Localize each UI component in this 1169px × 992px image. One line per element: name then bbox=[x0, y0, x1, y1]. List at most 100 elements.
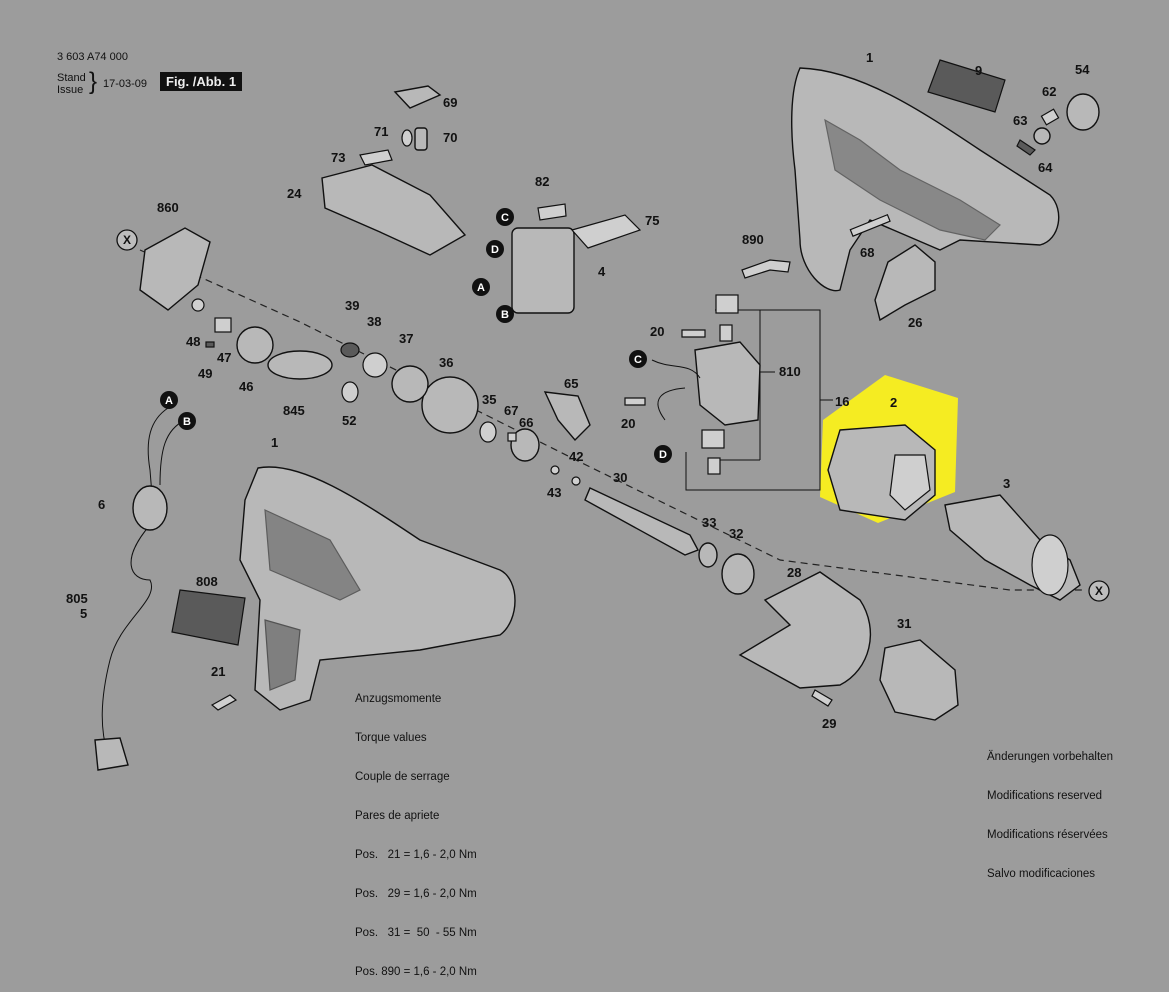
part-label: 1 bbox=[866, 50, 873, 65]
part-label: 42 bbox=[569, 449, 583, 464]
part-75 bbox=[570, 214, 642, 249]
part-label: 66 bbox=[519, 415, 533, 430]
part-label: 82 bbox=[535, 174, 549, 189]
part-label: 65 bbox=[564, 376, 578, 391]
part-label: 16 bbox=[835, 394, 849, 409]
cord-guard-6 bbox=[132, 485, 168, 531]
part-label: 54 bbox=[1075, 62, 1090, 77]
part-54 bbox=[1066, 93, 1100, 131]
part-62 bbox=[1040, 108, 1060, 126]
part-label: 4 bbox=[598, 264, 606, 279]
wire-c bbox=[651, 359, 701, 379]
part-label: 2 bbox=[890, 395, 897, 410]
shaft-30 bbox=[584, 487, 699, 556]
svg-text:X: X bbox=[123, 233, 131, 247]
part-label: 75 bbox=[645, 213, 659, 228]
modifications-fr: Modifications réservées bbox=[987, 829, 1108, 841]
washer-48 bbox=[191, 298, 205, 312]
svg-text:A: A bbox=[477, 282, 485, 294]
assembly-axis-line bbox=[139, 249, 1085, 591]
marker-x-left: X bbox=[116, 229, 138, 251]
figure-label: Fig. /Abb. 1 bbox=[160, 72, 243, 91]
part-number-labels: 1 9 54 62 63 64 69 71 70 73 24 82 75 4 8… bbox=[66, 50, 1110, 731]
part-label: 68 bbox=[860, 245, 874, 260]
torque-row: Pos. 29 = 1,6 - 2,0 Nm bbox=[355, 888, 477, 900]
part-label: 36 bbox=[439, 355, 453, 370]
part-label: 31 bbox=[897, 616, 911, 631]
screw-890 bbox=[741, 259, 791, 279]
torque-heading-fr: Couple de serrage bbox=[355, 771, 450, 783]
part-label: 49 bbox=[198, 366, 212, 381]
plug-805 bbox=[94, 737, 129, 771]
part-82 bbox=[537, 203, 567, 221]
part-label: 20 bbox=[650, 324, 664, 339]
chuck-31 bbox=[879, 639, 959, 721]
part-label: 73 bbox=[331, 150, 345, 165]
torque-heading-en: Torque values bbox=[355, 732, 427, 744]
gear-37 bbox=[391, 365, 429, 403]
brush-plate-810 bbox=[694, 341, 761, 426]
screw-20-upper bbox=[681, 329, 706, 338]
part-35 bbox=[479, 421, 497, 443]
ring-64 bbox=[1033, 127, 1051, 145]
torque-row: Pos. 21 = 1,6 - 2,0 Nm bbox=[355, 849, 477, 861]
torque-heading-es: Pares de apriete bbox=[355, 810, 440, 822]
marker-a-cord: A bbox=[160, 391, 178, 409]
part-label: 52 bbox=[342, 413, 356, 428]
part-label: 5 bbox=[80, 606, 87, 621]
svg-text:D: D bbox=[491, 244, 499, 256]
part-label: 6 bbox=[98, 497, 105, 512]
ring-33 bbox=[698, 542, 718, 568]
part-label: 43 bbox=[547, 485, 561, 500]
part-label: 33 bbox=[702, 515, 716, 530]
part-43 bbox=[550, 465, 560, 475]
label-9 bbox=[927, 59, 1006, 113]
part-71 bbox=[401, 129, 413, 147]
part-label: 69 bbox=[443, 95, 457, 110]
marker-b-switch: B bbox=[496, 305, 514, 323]
part-label: 29 bbox=[822, 716, 836, 731]
part-73 bbox=[359, 149, 393, 166]
torque-row: Pos. 31 = 50 - 55 Nm bbox=[355, 927, 477, 939]
part-label: 20 bbox=[621, 416, 635, 431]
part-label: 805 bbox=[66, 591, 88, 606]
part-label: 808 bbox=[196, 574, 218, 589]
part-70 bbox=[414, 127, 428, 151]
svg-text:A: A bbox=[165, 395, 173, 407]
stand-label: Stand bbox=[57, 72, 86, 84]
stator-2 bbox=[827, 424, 936, 521]
part-label: 28 bbox=[787, 565, 801, 580]
part-label: 30 bbox=[613, 470, 627, 485]
svg-text:B: B bbox=[501, 309, 509, 321]
document-number: 3 603 A74 000 bbox=[57, 51, 128, 63]
front-cover-28 bbox=[738, 571, 872, 689]
torque-heading-de: Anzugsmomente bbox=[355, 693, 442, 705]
switch-4 bbox=[511, 227, 575, 314]
part-52 bbox=[341, 381, 359, 403]
part-label: 64 bbox=[1038, 160, 1053, 175]
part-26 bbox=[874, 244, 936, 322]
part-label: 32 bbox=[729, 526, 743, 541]
housing-half-bottom bbox=[239, 466, 516, 711]
modifications-es: Salvo modificaciones bbox=[987, 868, 1096, 880]
brush-lower bbox=[701, 429, 725, 449]
part-label: 63 bbox=[1013, 113, 1027, 128]
modifications-notice: Änderungen vorbehalten Modifications res… bbox=[987, 725, 1113, 894]
svg-text:C: C bbox=[501, 212, 509, 224]
carbon-upper bbox=[719, 324, 733, 342]
part-label: 38 bbox=[367, 314, 381, 329]
pin-68 bbox=[849, 213, 891, 237]
part-label: 1 bbox=[271, 435, 278, 450]
armature-3 bbox=[944, 494, 1081, 601]
part-69 bbox=[393, 85, 442, 109]
brush-upper bbox=[715, 294, 739, 314]
part-label: 9 bbox=[975, 63, 982, 78]
marker-c-brush: C bbox=[629, 350, 647, 368]
part-label: 26 bbox=[908, 315, 922, 330]
gear-housing-860 bbox=[139, 227, 211, 311]
screw-29 bbox=[811, 689, 833, 707]
torque-values-block: Anzugsmomente Torque values Couple de se… bbox=[355, 667, 477, 992]
marker-a-switch: A bbox=[472, 278, 490, 296]
issue-date: 17-03-09 bbox=[103, 78, 148, 90]
modifications-de: Änderungen vorbehalten bbox=[987, 751, 1113, 763]
